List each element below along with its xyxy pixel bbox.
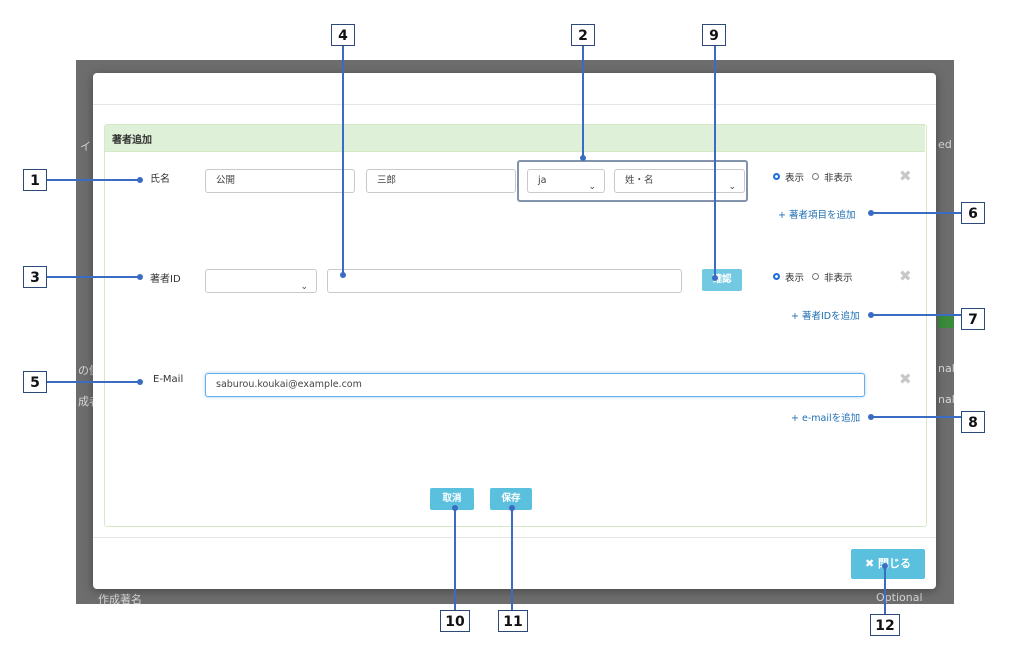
cancel-button[interactable]: 取消 [430, 488, 474, 510]
confirm-button[interactable]: 確認 [702, 269, 742, 291]
callout-dot [868, 312, 874, 318]
chevron-down-icon: ⌄ [728, 182, 736, 192]
first-name-input[interactable]: 三郎 [366, 169, 516, 193]
panel-heading [105, 125, 925, 152]
last-name-input[interactable]: 公開 [205, 169, 355, 193]
show-radio-label: 表示 [785, 173, 805, 184]
background-fragment: Optional [876, 591, 923, 604]
callout-8: 8 [961, 411, 985, 433]
callout-dot [137, 379, 143, 385]
callout-9: 9 [702, 24, 726, 46]
callout-2: 2 [571, 24, 595, 46]
callout-12: 12 [870, 614, 900, 636]
background-fragment: ed [938, 138, 952, 151]
callout-line [454, 508, 456, 610]
callout-line [342, 46, 344, 274]
remove-email-row-icon[interactable]: ✖ [899, 370, 912, 388]
save-button[interactable]: 保存 [490, 488, 532, 510]
remove-name-row-icon[interactable]: ✖ [899, 167, 912, 185]
author-id-type-select[interactable]: ⌄ [205, 269, 317, 293]
background-button [938, 316, 954, 328]
callout-7: 7 [961, 308, 985, 330]
callout-4: 4 [331, 24, 355, 46]
remove-author-id-row-icon[interactable]: ✖ [899, 267, 912, 285]
callout-dot [340, 272, 346, 278]
callout-line [582, 46, 584, 156]
callout-line [511, 508, 513, 610]
callout-dot [868, 210, 874, 216]
callout-10: 10 [440, 610, 470, 632]
callout-line [714, 46, 716, 276]
modal-divider [93, 104, 936, 105]
add-author-id-link[interactable]: + 著者IDを追加 [791, 311, 860, 322]
hide-radio[interactable] [812, 173, 819, 180]
author-id-input[interactable] [327, 269, 682, 293]
panel-title: 著者追加 [112, 135, 152, 146]
callout-dot [882, 563, 888, 569]
callout-line [47, 381, 139, 383]
modal-divider [93, 537, 936, 538]
name-order-select[interactable]: 姓・名 ⌄ [614, 169, 745, 193]
add-author-item-link[interactable]: + 著者項目を追加 [778, 210, 856, 221]
show-radio-label: 表示 [785, 273, 805, 284]
background-fragment: nal [938, 362, 955, 375]
background-fragment: nal [938, 393, 955, 406]
hide-radio[interactable] [812, 273, 819, 280]
callout-11: 11 [498, 610, 528, 632]
callout-1: 1 [23, 169, 47, 191]
add-email-link[interactable]: + e-mailを追加 [791, 413, 861, 424]
callout-dot [580, 155, 586, 161]
close-x-icon: ✖ [864, 557, 875, 570]
close-button[interactable]: ✖ 閉じる [851, 549, 925, 579]
callout-line [870, 416, 961, 418]
callout-dot [137, 274, 143, 280]
hide-radio-label: 非表示 [824, 273, 853, 284]
callout-line [884, 566, 886, 614]
language-select-value: ja [538, 175, 547, 186]
callout-line [47, 276, 139, 278]
callout-3: 3 [23, 266, 47, 288]
email-label: E-Mail [153, 374, 184, 385]
hide-radio-label: 非表示 [824, 173, 853, 184]
name-order-value: 姓・名 [625, 175, 654, 186]
callout-dot [712, 275, 718, 281]
callout-line [870, 212, 961, 214]
show-radio[interactable] [773, 173, 780, 180]
chevron-down-icon: ⌄ [300, 282, 308, 292]
show-radio[interactable] [773, 273, 780, 280]
callout-6: 6 [961, 202, 985, 224]
callout-line [870, 314, 961, 316]
language-select[interactable]: ja ⌄ [527, 169, 605, 193]
callout-5: 5 [23, 371, 47, 393]
callout-dot [137, 177, 143, 183]
callout-line [47, 179, 139, 181]
callout-dot [452, 505, 458, 511]
callout-dot [509, 505, 515, 511]
email-input[interactable]: saburou.koukai@example.com [205, 373, 865, 397]
highlight-box [517, 160, 748, 202]
chevron-down-icon: ⌄ [588, 182, 596, 192]
background-fragment: 作成著名 [98, 593, 142, 606]
name-label: 氏名 [150, 174, 170, 185]
callout-dot [868, 414, 874, 420]
author-id-label: 著者ID [150, 274, 181, 285]
